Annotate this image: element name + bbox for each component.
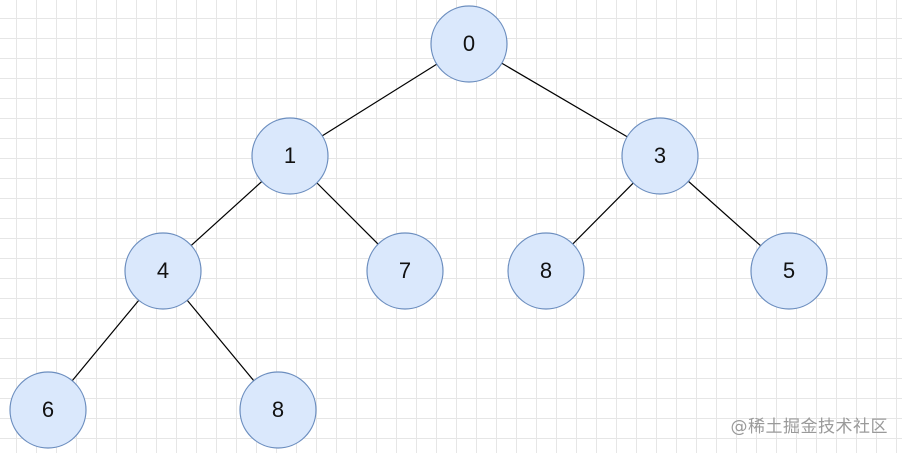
- node-circle: [9, 371, 87, 449]
- node-label: 6: [42, 397, 54, 422]
- node-circle: [251, 117, 329, 195]
- nodes-layer: 0 1 3 4 7 8 5 6 8: [9, 5, 828, 449]
- tree-node-n0: 0: [430, 5, 508, 83]
- node-circle: [621, 117, 699, 195]
- node-circle: [366, 232, 444, 310]
- tree-node-n6: 6: [9, 371, 87, 449]
- tree-node-n3: 3: [621, 117, 699, 195]
- node-label: 4: [157, 258, 169, 283]
- node-label: 3: [654, 143, 666, 168]
- node-label: 5: [783, 258, 795, 283]
- tree-node-n4: 4: [124, 232, 202, 310]
- node-circle: [507, 232, 585, 310]
- tree-node-n8b: 8: [239, 371, 317, 449]
- watermark-text: @稀土掘金技术社区: [730, 417, 888, 437]
- node-label: 7: [399, 258, 411, 283]
- tree-node-n8a: 8: [507, 232, 585, 310]
- tree-node-n1: 1: [251, 117, 329, 195]
- node-circle: [239, 371, 317, 449]
- tree-node-n5: 5: [750, 232, 828, 310]
- node-circle: [430, 5, 508, 83]
- tree-node-n7: 7: [366, 232, 444, 310]
- node-circle: [124, 232, 202, 310]
- node-label: 0: [463, 31, 475, 56]
- node-label: 1: [284, 143, 296, 168]
- node-circle: [750, 232, 828, 310]
- node-label: 8: [540, 258, 552, 283]
- node-label: 8: [272, 397, 284, 422]
- edges-layer: [47, 43, 790, 411]
